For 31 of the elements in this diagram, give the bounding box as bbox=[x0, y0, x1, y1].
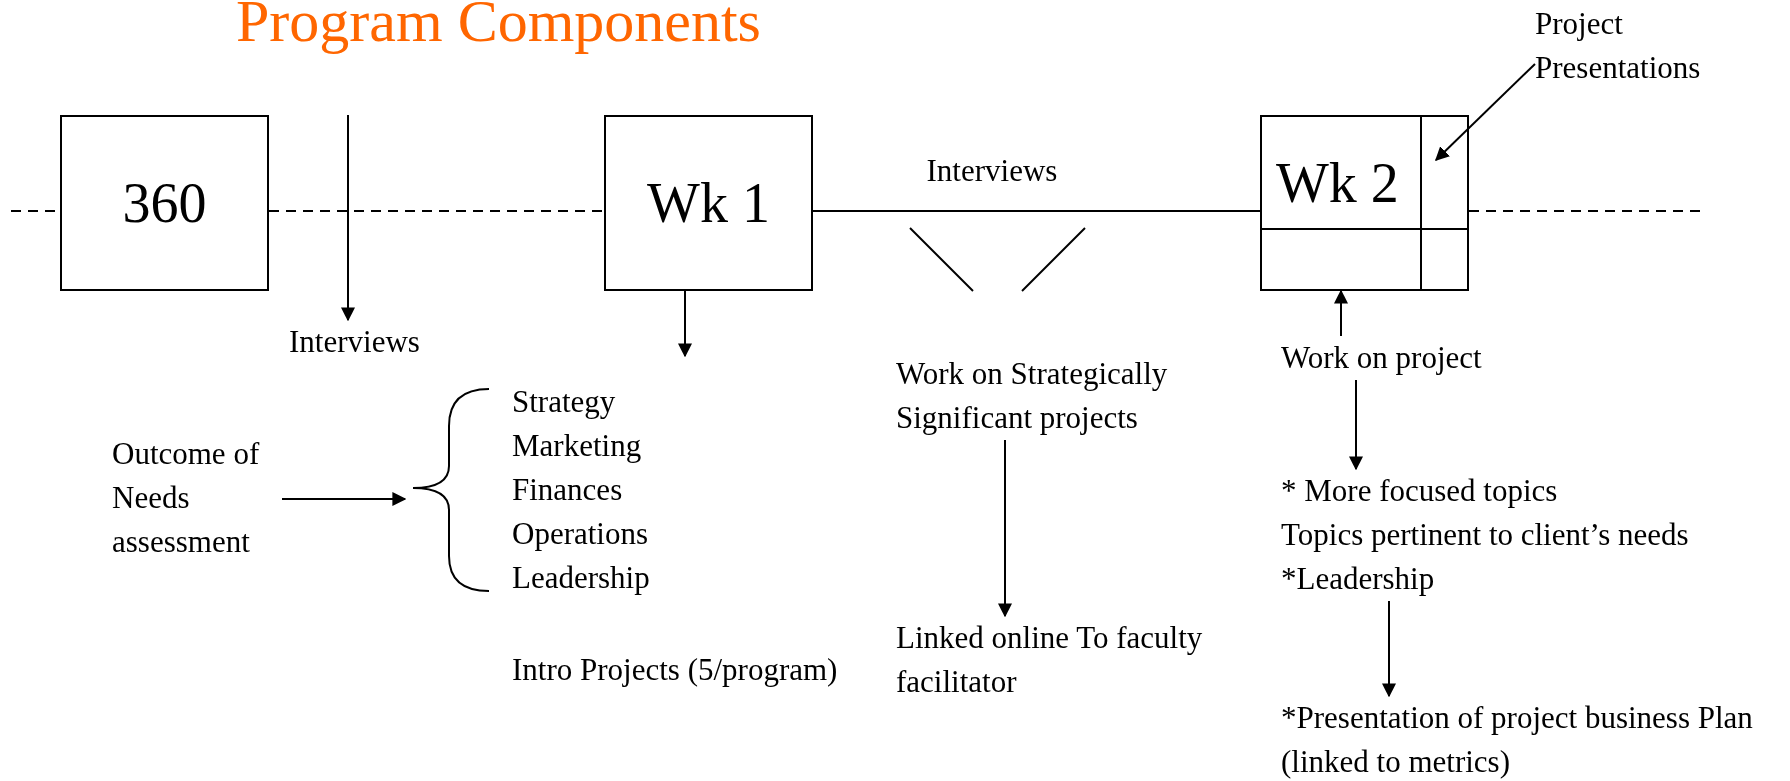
text-label: *Leadership bbox=[1281, 560, 1436, 598]
list-item: Marketing bbox=[512, 427, 642, 465]
list-item: Finances bbox=[512, 471, 623, 509]
text-label: Intro Projects (5/program) bbox=[512, 651, 838, 689]
list-item: Leadership bbox=[512, 559, 650, 597]
list-item: Strategy bbox=[512, 383, 616, 421]
arrow bbox=[998, 439, 1012, 618]
stage-box bbox=[1260, 115, 1469, 291]
text-label: Interviews bbox=[289, 320, 420, 364]
box-label: Wk 2 bbox=[1276, 151, 1399, 215]
text-label: * More focused topics bbox=[1281, 472, 1559, 510]
text-label: Project Presentations bbox=[1535, 2, 1750, 90]
arrow bbox=[281, 492, 407, 506]
arrow bbox=[1435, 63, 1536, 161]
text-label: *Presentation of project business Plan (linked to metrics) bbox=[1281, 696, 1761, 781]
stage-box: 360 bbox=[60, 115, 269, 291]
dashed-line bbox=[268, 210, 605, 212]
text-label: Topics pertinent to client’s needs bbox=[1281, 516, 1689, 554]
timeline-line bbox=[812, 210, 1261, 212]
text-label: Linked online To faculty facilitator bbox=[896, 616, 1216, 704]
arrow bbox=[341, 114, 355, 322]
arrow bbox=[1334, 289, 1348, 337]
title: Program Components bbox=[236, 0, 761, 56]
text-label: Work on project bbox=[1281, 336, 1482, 380]
arrow bbox=[1382, 600, 1396, 698]
text-label: Work on Strategically Significant projects bbox=[896, 352, 1196, 440]
arrow bbox=[678, 290, 692, 358]
arrow bbox=[1349, 379, 1363, 471]
list-item: Operations bbox=[512, 515, 649, 553]
text-label: Outcome of Needs assessment bbox=[112, 432, 282, 564]
stage-box: Wk 1 bbox=[604, 115, 813, 291]
